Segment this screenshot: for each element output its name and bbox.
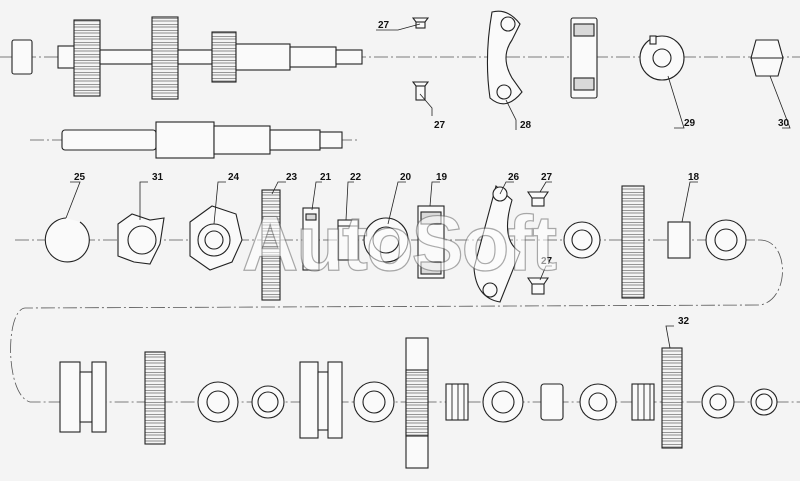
- synchronizer-sleeve: [299, 361, 343, 439]
- synchronizer-ring: [302, 207, 320, 271]
- callout-30: 30: [778, 118, 790, 129]
- washer-a: [197, 381, 239, 423]
- circlip-b: [750, 388, 778, 416]
- callout-29: 29: [684, 118, 696, 129]
- callout-20: 20: [400, 172, 412, 183]
- callout-31: 31: [152, 172, 164, 183]
- thrust-ring: [705, 219, 747, 261]
- callout-21: 21: [320, 172, 332, 183]
- splined-washer: [117, 213, 165, 265]
- washer-c: [482, 381, 524, 423]
- snap-ring-open: [44, 217, 90, 263]
- washer-e: [701, 385, 735, 419]
- callout-24: 24: [228, 172, 240, 183]
- countershaft: [61, 121, 343, 159]
- countersunk-screw-mid-top: [526, 191, 550, 207]
- hex-nut: [750, 39, 784, 77]
- callout-labels: 27 27 28 29 30 25 31 24 23 21 22 20 19 2…: [74, 20, 790, 327]
- callout-27-mid-top: 27: [541, 172, 553, 183]
- sleeve: [667, 221, 691, 259]
- callout-27-mid-bottom: 27: [541, 256, 553, 267]
- callout-27-top: 27: [378, 20, 390, 31]
- needle-cage: [445, 383, 469, 421]
- bushing: [337, 219, 359, 261]
- synchronizer-hub: [189, 205, 243, 271]
- callout-32: 32: [678, 316, 690, 327]
- callout-28: 28: [520, 120, 532, 131]
- shift-coupling: [59, 361, 107, 433]
- input-shaft: [11, 16, 363, 100]
- needle-bearing: [417, 205, 445, 279]
- callout-25: 25: [74, 172, 86, 183]
- circlip-a: [251, 385, 285, 419]
- synchronizer-gear: [261, 189, 281, 301]
- callout-27-left: 27: [434, 120, 446, 131]
- callout-22: 22: [350, 172, 362, 183]
- gear-first: [144, 351, 166, 445]
- bearing-ring: [363, 217, 409, 263]
- countersunk-screw-top: [411, 17, 430, 29]
- watermark-logo: AutoSoft: [242, 199, 557, 287]
- leader-lines: [65, 23, 791, 349]
- countersunk-screw-mid-bottom: [526, 277, 550, 295]
- lock-washer: [639, 35, 685, 81]
- output-gear: [661, 347, 683, 449]
- needle-cage-b: [631, 383, 655, 421]
- callout-19: 19: [436, 172, 448, 183]
- callout-18: 18: [688, 172, 700, 183]
- bushing-b: [540, 383, 564, 421]
- countersunk-screw-lower: [411, 81, 430, 101]
- callout-26: 26: [508, 172, 520, 183]
- reverse-gear: [621, 185, 645, 299]
- bearing-cap-plate: [486, 10, 523, 105]
- roller-bearing-top: [570, 17, 598, 99]
- washer-b: [353, 381, 395, 423]
- main-gear-large: [405, 337, 429, 469]
- washer-d: [579, 383, 617, 421]
- spacer-ring: [563, 221, 601, 259]
- callout-23: 23: [286, 172, 298, 183]
